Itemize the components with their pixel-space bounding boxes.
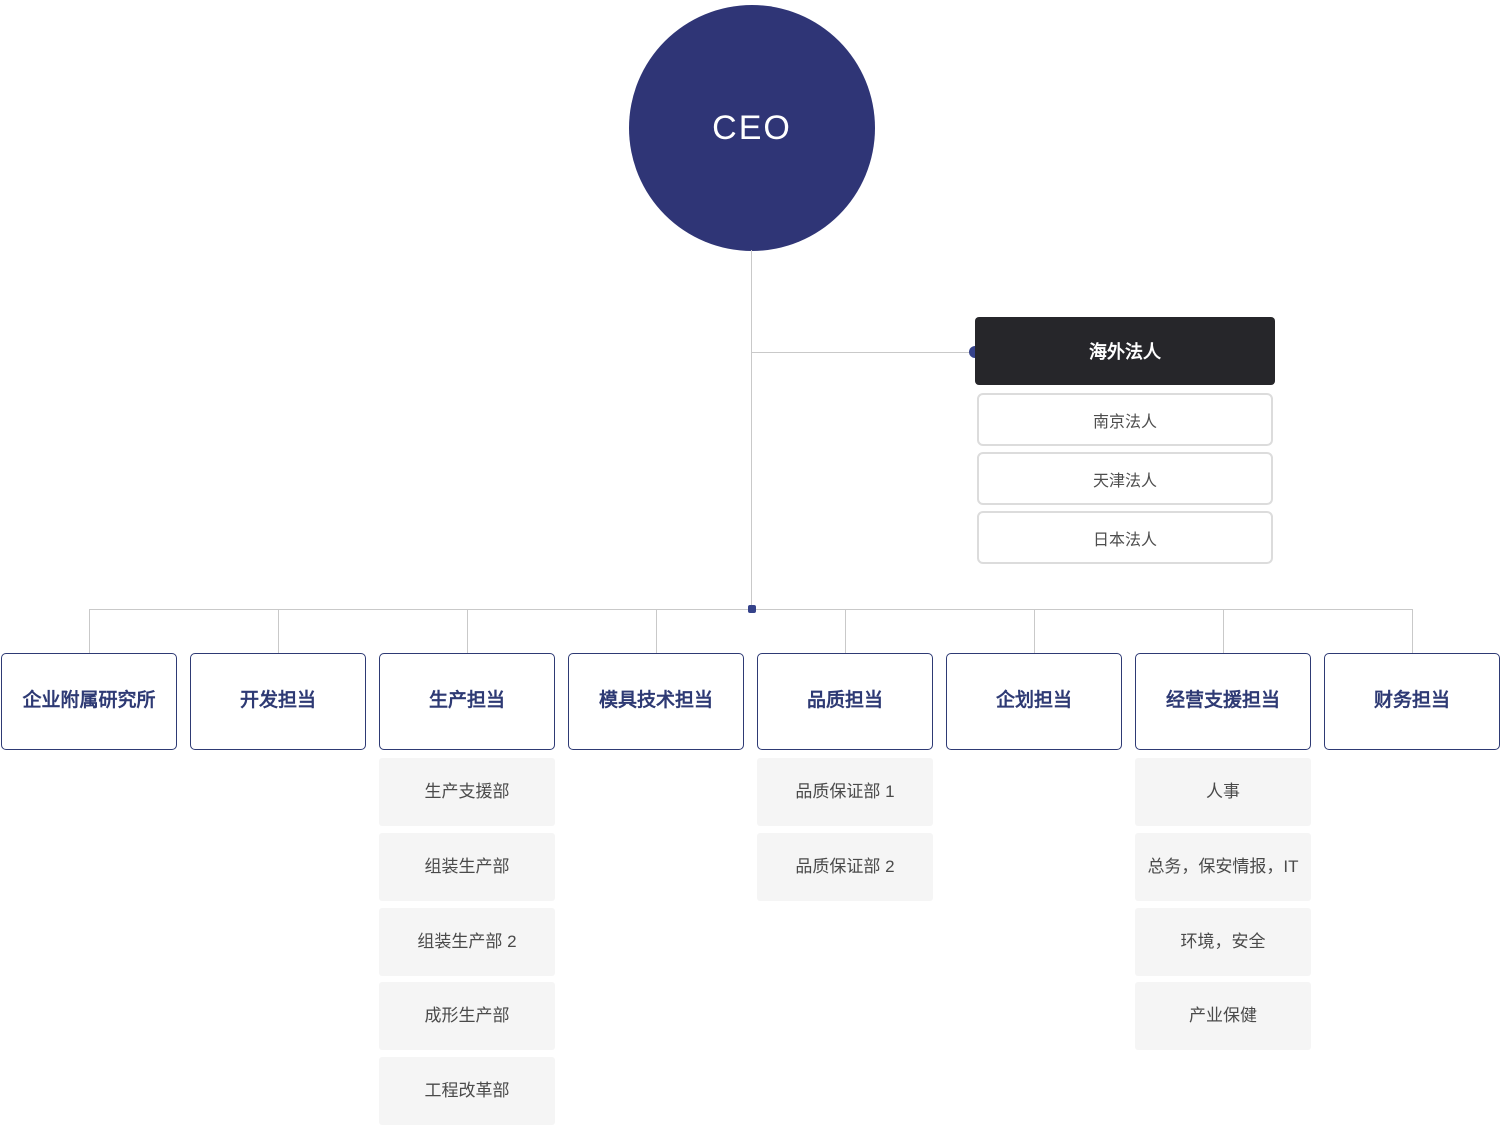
department-label: 企划担当: [995, 690, 1072, 712]
department-label: 模具技术担当: [598, 690, 713, 712]
sub-department-label: 品质保证部 1: [795, 782, 895, 802]
department-node-development: 开发担当: [190, 653, 366, 750]
sub-department-label: 生产支援部: [424, 782, 510, 802]
sub-department-label: 人事: [1206, 782, 1240, 802]
department-label: 品质担当: [806, 690, 883, 712]
department-label: 开发担当: [239, 690, 316, 712]
department-label: 财务担当: [1373, 690, 1450, 712]
department-node-production: 生产担当: [379, 653, 555, 750]
connector-stub: [467, 609, 468, 653]
sub-department-node: 总务，保安情报，IT: [1135, 833, 1311, 901]
department-label: 生产担当: [428, 690, 505, 712]
sub-department-node: 成形生产部: [379, 982, 555, 1050]
sub-department-label: 成形生产部: [424, 1006, 510, 1026]
sub-department-node: 品质保证部 1: [757, 758, 933, 826]
department-label: 企业附属研究所: [22, 690, 156, 712]
sub-department-node: 组装生产部: [379, 833, 555, 901]
sub-department-label: 总务，保安情报，IT: [1147, 857, 1299, 877]
overseas-entity-label: 天津法人: [1092, 472, 1157, 490]
sub-department-label: 品质保证部 2: [795, 857, 895, 877]
overseas-entity-label: 日本法人: [1092, 531, 1157, 549]
sub-department-label: 工程改革部: [424, 1081, 510, 1101]
connector-overseas-horizontal: [751, 352, 975, 353]
connector-stub: [278, 609, 279, 653]
overseas-header-node: 海外法人: [975, 317, 1275, 385]
sub-department-label: 组装生产部 2: [417, 932, 517, 952]
department-node-management-support: 经营支援担当: [1135, 653, 1311, 750]
connector-stub: [1223, 609, 1224, 653]
main-junction-dot: [748, 605, 756, 613]
connector-stub: [845, 609, 846, 653]
connector-stub: [89, 609, 90, 653]
sub-department-node: 工程改革部: [379, 1057, 555, 1125]
sub-department-node: 环境，安全: [1135, 908, 1311, 976]
department-node-quality: 品质担当: [757, 653, 933, 750]
department-label: 经营支援担当: [1165, 690, 1280, 712]
department-node-finance: 财务担当: [1324, 653, 1500, 750]
sub-department-node: 组装生产部 2: [379, 908, 555, 976]
overseas-entity-tianjin: 天津法人: [977, 452, 1273, 505]
overseas-header-label: 海外法人: [1089, 342, 1161, 362]
ceo-label: CEO: [712, 108, 792, 147]
sub-department-node: 产业保健: [1135, 982, 1311, 1050]
connector-stub: [1034, 609, 1035, 653]
overseas-entity-japan: 日本法人: [977, 511, 1273, 564]
ceo-node: CEO: [629, 5, 875, 251]
department-node-research: 企业附属研究所: [1, 653, 177, 750]
connector-stub: [1412, 609, 1413, 653]
sub-department-node: 生产支援部: [379, 758, 555, 826]
connector-stub: [656, 609, 657, 653]
department-node-planning: 企划担当: [946, 653, 1122, 750]
overseas-entity-label: 南京法人: [1092, 413, 1157, 431]
sub-department-node: 人事: [1135, 758, 1311, 826]
department-node-mold-technology: 模具技术担当: [568, 653, 744, 750]
sub-department-label: 环境，安全: [1180, 932, 1266, 952]
overseas-entity-nanjing: 南京法人: [977, 393, 1273, 446]
sub-department-label: 组装生产部: [424, 857, 510, 877]
connector-ceo-vertical: [751, 250, 752, 609]
sub-department-label: 产业保健: [1189, 1006, 1257, 1026]
sub-department-node: 品质保证部 2: [757, 833, 933, 901]
